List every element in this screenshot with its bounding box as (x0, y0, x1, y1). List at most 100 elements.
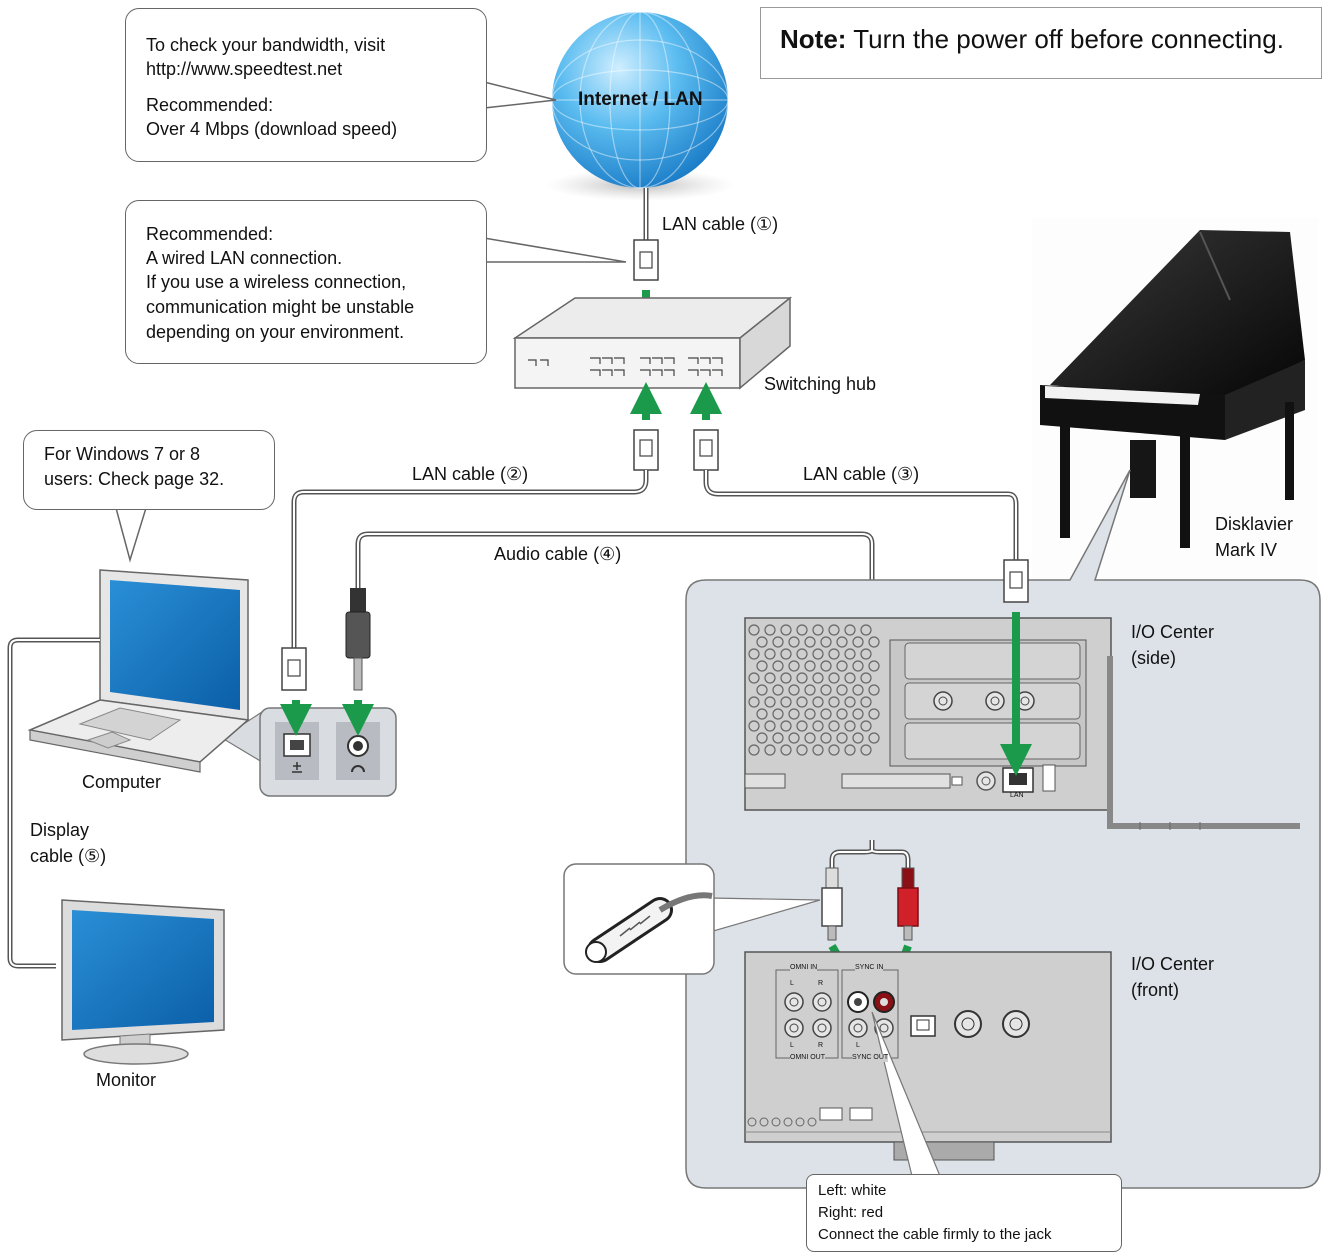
grille-hole (828, 672, 840, 684)
grille-hole (796, 720, 808, 732)
grille-hole (820, 660, 832, 672)
note-box (760, 7, 1322, 79)
grille-hole (764, 744, 776, 756)
switching-hub-label: Switching hub (764, 374, 877, 394)
grille-hole (764, 696, 776, 708)
monitor-icon (61, 899, 225, 1065)
grille-hole (772, 636, 784, 648)
rca-zoom-callout (563, 863, 821, 975)
grille-hole (764, 648, 776, 660)
note-label: Note: (780, 24, 847, 54)
bandwidth-line-4: Over 4 Mbps (download speed) (146, 119, 398, 139)
io-front-label-2: (front) (1131, 980, 1180, 1000)
grille-hole (796, 672, 808, 684)
grille-hole (844, 696, 856, 708)
sync-in-label: SYNC IN (855, 964, 884, 972)
disklavier-piano-image (1032, 218, 1318, 578)
wired-line-5: depending on your environment. (146, 322, 405, 342)
grille-hole (836, 636, 848, 648)
grille-hole (748, 648, 760, 660)
wired-bubble (125, 200, 487, 364)
jack-note-line-3: Connect the cable firmly to the jack (818, 1226, 1052, 1243)
grille-hole (828, 696, 840, 708)
grille-hole (788, 636, 800, 648)
piano-label-1: Disklavier (1215, 514, 1294, 534)
computer-label: Computer (82, 772, 162, 792)
windows-bubble (23, 430, 275, 510)
sync-out-l: L (856, 1042, 860, 1049)
grille-hole (820, 684, 832, 696)
note-text: Turn the power off before connecting. (853, 24, 1284, 54)
grille-hole (844, 624, 856, 636)
grille-hole (748, 696, 760, 708)
grille-hole (844, 744, 856, 756)
grille-hole (796, 624, 808, 636)
grille-hole (756, 660, 768, 672)
bandwidth-line-3: Recommended: (146, 95, 274, 115)
grille-hole (780, 744, 792, 756)
display-cable-label-1: Display (30, 820, 90, 840)
grille-hole (796, 696, 808, 708)
grille-hole (868, 732, 880, 744)
grille-hole (780, 624, 792, 636)
wired-line-3: If you use a wireless connection, (146, 272, 407, 292)
grille-hole (844, 648, 856, 660)
omni-out-l: L (790, 1042, 794, 1049)
grille-hole (812, 744, 824, 756)
switching-hub (512, 296, 793, 390)
grille-hole (788, 660, 800, 672)
piano-label-2: Mark IV (1215, 540, 1278, 560)
grille-hole (796, 648, 808, 660)
grille-hole (828, 648, 840, 660)
omni-in-r: R (818, 980, 824, 987)
grille-hole (780, 648, 792, 660)
wired-line-1: Recommended: (146, 224, 274, 244)
grille-hole (828, 744, 840, 756)
grille-hole (852, 732, 864, 744)
windows-line-2: users: Check page 32. (44, 469, 225, 489)
grille-hole (836, 708, 848, 720)
grille-hole (844, 720, 856, 732)
grille-hole (788, 732, 800, 744)
grille-hole (868, 708, 880, 720)
grille-hole (748, 624, 760, 636)
grille-hole (756, 684, 768, 696)
wired-line-4: communication might be unstable (146, 297, 415, 317)
grille-hole (804, 660, 816, 672)
rca-plug-white (821, 867, 843, 941)
bandwidth-line-2: http://www.speedtest.net (146, 59, 343, 79)
grille-hole (804, 732, 816, 744)
grille-hole (860, 720, 872, 732)
bandwidth-bubble (125, 8, 487, 162)
grille-hole (852, 684, 864, 696)
io-center-side-panel (744, 617, 1300, 830)
grille-hole (748, 720, 760, 732)
grille-hole (844, 672, 856, 684)
grille-hole (860, 696, 872, 708)
grille-hole (852, 660, 864, 672)
grille-hole (860, 648, 872, 660)
lan-cable-2-label: LAN cable (②) (412, 464, 529, 484)
bandwidth-line-1: To check your bandwidth, visit (146, 35, 386, 55)
grille-hole (812, 648, 824, 660)
monitor-label: Monitor (96, 1070, 157, 1090)
io-front-label-1: I/O Center (1131, 954, 1215, 974)
windows-line-1: For Windows 7 or 8 (44, 444, 201, 464)
grille-hole (836, 732, 848, 744)
omni-in-l: L (790, 980, 794, 987)
jack-note-bubble (806, 1174, 1122, 1252)
grille-hole (756, 708, 768, 720)
io-side-label-2: (side) (1131, 648, 1177, 668)
grille-hole (828, 720, 840, 732)
grille-hole (772, 732, 784, 744)
display-cable-label-2: cable (⑤) (30, 846, 107, 866)
mini-plug (345, 588, 371, 691)
grille-hole (756, 732, 768, 744)
grille-hole (812, 720, 824, 732)
grille-hole (812, 696, 824, 708)
grille-hole (812, 624, 824, 636)
grille-hole (836, 684, 848, 696)
lan-cable-3-label: LAN cable (③) (803, 464, 920, 484)
